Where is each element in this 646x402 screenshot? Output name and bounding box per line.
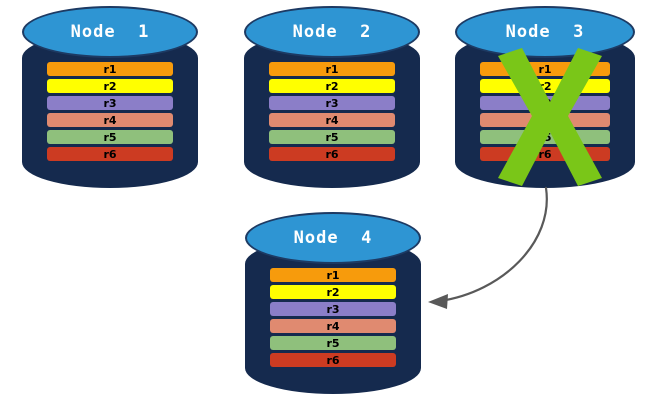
node-1[interactable]: Node 1 r1 r2 r3 r4 r5 r6 [22,6,198,188]
record-r6[interactable]: r6 [268,147,396,161]
record-r5[interactable]: r5 [269,336,397,350]
record-list: r1 r2 r3 r4 r5 r6 [480,62,610,161]
node-title: Node 4 [293,228,373,248]
record-r4[interactable]: r4 [46,113,174,127]
record-r6[interactable]: r6 [480,147,610,161]
record-r2[interactable]: r2 [480,79,610,93]
cylinder-top-ellipse [22,6,198,58]
cylinder-top-ellipse [244,6,420,58]
cylinder-top-ellipse [245,212,421,264]
node-4[interactable]: Node 4 r1 r2 r3 r4 r5 r6 [245,212,421,394]
record-r2[interactable]: r2 [269,285,397,299]
node-title: Node 3 [505,22,585,42]
node-title: Node 2 [292,22,372,42]
record-r6[interactable]: r6 [269,353,397,367]
node-2[interactable]: Node 2 r1 r2 r3 r4 r5 r6 [244,6,420,188]
record-r1[interactable]: r1 [480,62,610,76]
record-r1[interactable]: r1 [46,62,174,76]
cylinder-body [245,238,421,394]
record-r2[interactable]: r2 [46,79,174,93]
record-r4[interactable]: r4 [269,319,397,333]
record-r5[interactable]: r5 [480,130,610,144]
record-r3[interactable]: r3 [268,96,396,110]
record-r3[interactable]: r3 [46,96,174,110]
record-r3[interactable]: r3 [269,302,397,316]
record-r5[interactable]: r5 [46,130,174,144]
record-r6[interactable]: r6 [46,147,174,161]
record-r4[interactable]: r4 [480,113,610,127]
record-r3[interactable]: r3 [480,96,610,110]
node-3[interactable]: Node 3 r1 r2 r3 r4 r5 r6 [455,6,635,188]
node-title: Node 1 [70,22,150,42]
record-list: r1 r2 r3 r4 r5 r6 [268,62,396,161]
record-list: r1 r2 r3 r4 r5 r6 [269,268,397,367]
record-r5[interactable]: r5 [268,130,396,144]
cylinder-body [244,32,420,188]
record-r1[interactable]: r1 [269,268,397,282]
record-r4[interactable]: r4 [268,113,396,127]
record-list: r1 r2 r3 r4 r5 r6 [46,62,174,161]
record-r1[interactable]: r1 [268,62,396,76]
record-r2[interactable]: r2 [268,79,396,93]
